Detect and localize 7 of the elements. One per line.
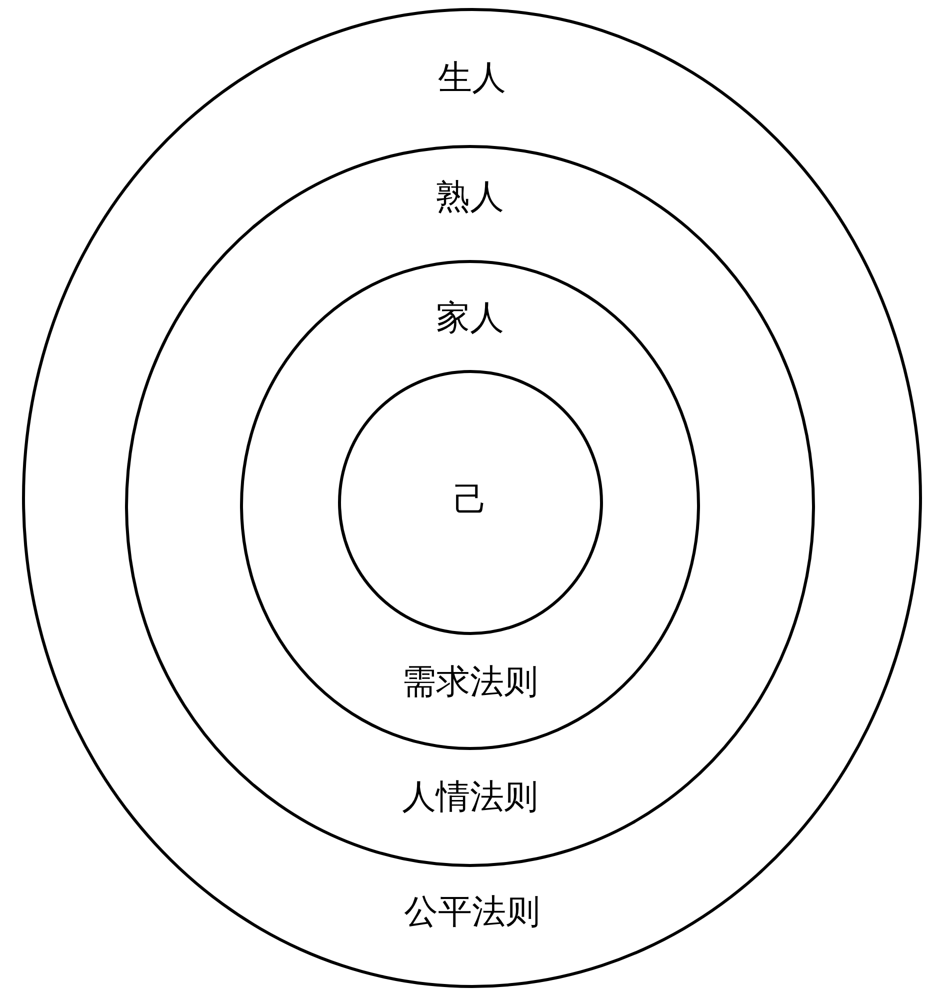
- rule-label: 需求法则: [402, 662, 538, 702]
- rule-label: 公平法则: [404, 892, 540, 932]
- group-label: 熟人: [436, 177, 504, 217]
- rule-label: 人情法则: [402, 777, 538, 817]
- group-label: 家人: [436, 298, 504, 338]
- group-label: 己: [454, 480, 488, 520]
- group-label: 生人: [438, 58, 506, 98]
